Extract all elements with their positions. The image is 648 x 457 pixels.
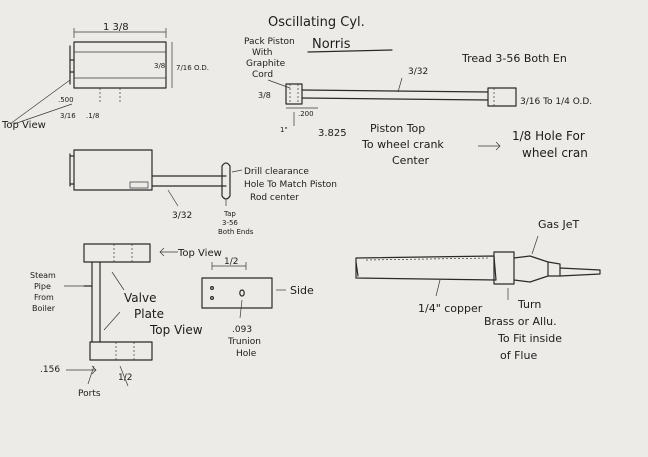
center-label: Center [392,154,430,167]
hole-label-2: wheel cran [522,146,588,160]
tap-label-1: Tap [223,210,236,218]
dim-length: 1 3/8 [103,22,129,33]
gas-jet-label: Gas JeT [538,218,580,231]
top-cylinder [69,28,173,104]
drill-leader [231,169,243,173]
to-wheel-label: To wheel crank [361,138,444,151]
dim-right: 3/8 [154,62,165,70]
rod-dim-3825: 3.825 [318,128,347,139]
valve-side-view [201,262,286,319]
dim-small-a: .500 [58,96,74,104]
rod-od-label: 3/16 To 1/4 O.D. [520,97,592,107]
rod-dim-1: 1" [280,126,288,134]
trunion-1: .093 [232,325,252,335]
tap-label-3: Both Ends [218,228,254,236]
turn-label-2: Brass or Allu. [484,315,557,328]
title-norris: Norris [312,37,351,52]
title-underline [307,49,393,53]
mid-dim-332: 3/32 [172,211,192,221]
turn-label-3: To Fit inside [497,332,562,345]
valve-label-1: Valve [124,291,156,305]
turn-label-4: of Flue [500,349,537,362]
copper-label: 1/4" copper [418,302,483,315]
steam-label-2: Pipe [34,282,51,291]
drill-label-2: Hole To Match Piston [244,180,337,190]
steam-label-1: Steam [30,271,56,280]
side-dim-half: 1/2 [224,257,238,267]
side-label: Side [290,284,314,297]
valve-label-2: Plate [134,307,164,321]
hole-label-1: 1/8 Hole For [512,129,585,143]
cord-label: Cord [252,70,273,80]
top-view-leader [9,79,73,125]
valve-top-view: Top View [177,248,222,259]
thread-note: Tread 3-56 Both En [461,52,567,65]
rod-dim-38: 3/8 [258,91,271,100]
drill-label-1: Drill clearance [244,167,309,177]
steam-label-3: From [34,293,54,302]
rod-dim-332: 3/32 [408,67,428,77]
valve-plate [83,243,178,361]
pack-piston-label: Pack Piston [244,37,295,47]
graphite-label: Graphite [246,59,286,69]
ports-label: Ports [78,389,101,399]
drill-label-3: Rod center [250,193,299,203]
piston-rod [285,83,517,126]
ports-leader [87,365,95,385]
with-label: With [252,48,272,58]
burner-assembly [355,235,601,300]
valve-label-3: Top View [149,323,203,337]
piston-top-label: Piston Top [370,122,425,135]
dim-small-c: .1/8 [86,112,100,120]
dim-od: 7/16 O.D. [176,64,209,72]
trunion-2: Trunion [227,337,261,347]
trunion-3: Hole [236,349,257,359]
top-view-label: Top View [1,120,46,131]
dim-small-b: 3/16 [60,112,76,120]
hole-arrow [478,141,501,151]
tap-label-2: 3-56 [222,219,238,227]
rod-dim-leader [397,77,403,93]
title-oscillating: Oscillating Cyl. [268,15,365,30]
dim-half-b: 1/2 [118,373,132,383]
valve-leaders [103,271,125,331]
rod-dim-200: .200 [298,110,314,118]
dim-half-b-line [119,365,129,387]
steam-label-4: Boiler [32,304,56,313]
turn-label-1: Turn [517,298,541,311]
mid-cylinder [69,149,231,207]
dim-156: .156 [40,365,60,375]
